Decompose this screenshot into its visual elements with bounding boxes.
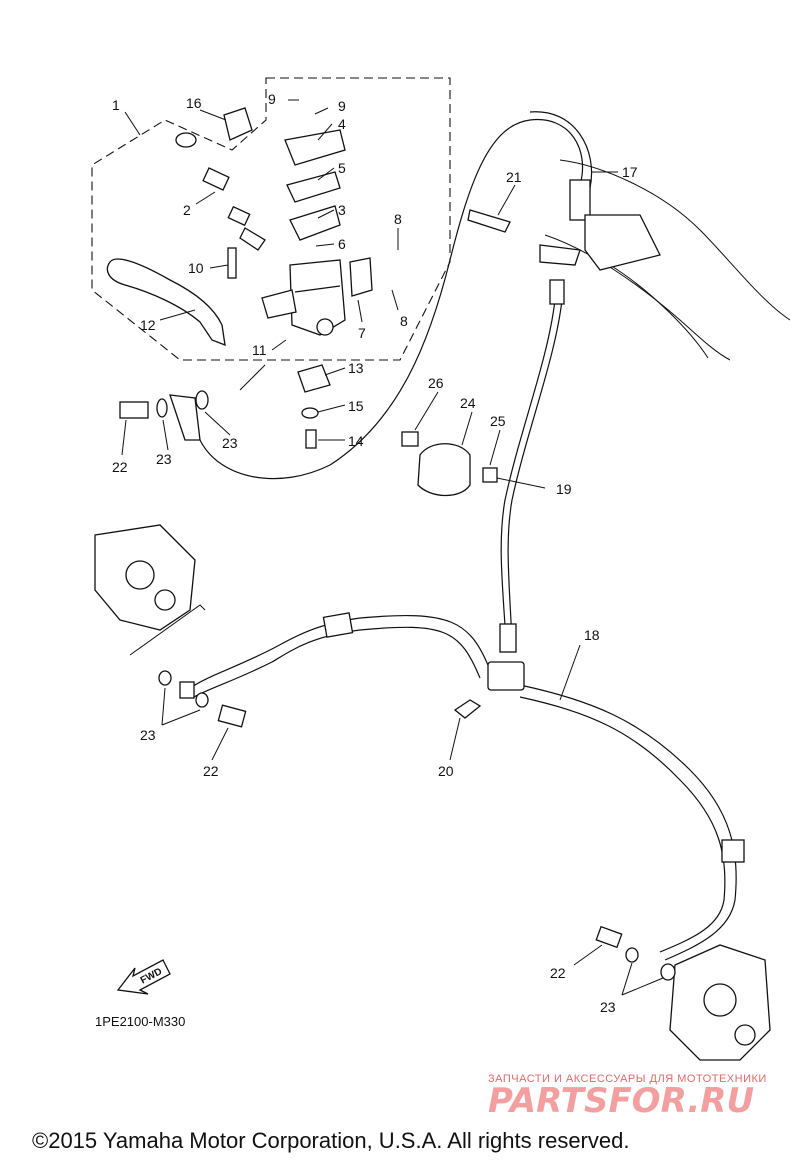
label-24: 24 [460, 395, 476, 411]
label-17: 17 [622, 164, 638, 180]
washer-23-right-b [660, 963, 676, 981]
label-23-b: 23 [222, 435, 238, 451]
connector-25 [482, 467, 498, 483]
label-7: 7 [358, 325, 366, 341]
diaphragm-holder-3 [289, 205, 341, 241]
brake-hose-18 [519, 684, 737, 961]
handlebar-bracket [584, 214, 661, 271]
label-22-right: 22 [550, 965, 566, 981]
spring-2 [239, 227, 266, 251]
left-caliper [94, 524, 196, 631]
label-9-left: 9 [268, 91, 276, 107]
part-labels: 1 2 3 4 5 6 7 8 8 9 9 10 11 12 13 14 15 … [112, 91, 638, 1015]
label-12: 12 [140, 317, 156, 333]
label-20: 20 [438, 763, 454, 779]
label-3: 3 [338, 202, 346, 218]
label-14: 14 [348, 433, 364, 449]
union-bolt-22-top [119, 401, 149, 419]
boot-16-ring [175, 132, 197, 148]
banjo-left [179, 681, 195, 699]
label-22-top: 22 [112, 459, 128, 475]
label-9-right: 9 [338, 98, 346, 114]
label-18: 18 [584, 627, 600, 643]
watermark-brand: PARTSFOR.RU [488, 1081, 754, 1121]
label-4: 4 [338, 116, 346, 132]
label-26: 26 [428, 375, 444, 391]
screw-14 [305, 429, 317, 449]
joint-block [487, 661, 525, 691]
fwd-arrow: FWD [116, 959, 171, 995]
label-22-left: 22 [203, 763, 219, 779]
label-8-top: 8 [394, 211, 402, 227]
label-6: 6 [338, 236, 346, 252]
label-8-bottom: 8 [400, 313, 408, 329]
hose-fitting-19-top [549, 279, 565, 305]
label-11: 11 [252, 342, 267, 358]
union-bolt-22-right [595, 925, 623, 949]
washer-23-right-a [625, 947, 639, 963]
brake-hose-17 [199, 118, 584, 480]
bolt-20 [453, 699, 482, 719]
washer-23-b [195, 390, 209, 410]
label-10: 10 [188, 260, 204, 276]
master-cylinder-group-outline [91, 77, 451, 361]
clamp-21 [539, 244, 581, 266]
brake-lever-12 [106, 258, 226, 347]
copyright-footer: ©2015 Yamaha Motor Corporation, U.S.A. A… [32, 1128, 629, 1153]
washer-23-a [156, 398, 168, 418]
brake-hose-19 [500, 299, 556, 641]
washer-15 [301, 407, 319, 419]
hose-fitting-17 [569, 179, 591, 221]
leader-lines [121, 99, 664, 996]
label-2: 2 [183, 202, 191, 218]
label-23-a: 23 [156, 451, 172, 467]
label-1: 1 [112, 97, 120, 113]
piston-kit-2 [202, 167, 230, 191]
seal-2 [227, 205, 251, 227]
hose-fitting-19-bottom [499, 623, 517, 653]
holder-7 [349, 257, 373, 297]
label-13: 13 [348, 360, 364, 376]
screw-26 [401, 431, 419, 447]
label-19: 19 [556, 481, 572, 497]
brake-hose-left [189, 615, 491, 689]
label-15: 15 [348, 398, 364, 414]
label-5: 5 [338, 160, 346, 176]
washer-23-left-b [195, 692, 209, 708]
label-21: 21 [506, 169, 522, 185]
master-cylinder [261, 259, 346, 336]
brake-switch-13 [297, 364, 331, 393]
label-25: 25 [490, 413, 506, 429]
banjo-fitting-top [169, 394, 201, 441]
watermark-tagline: ЗАПЧАСТИ И АКСЕССУАРЫ ДЛЯ МОТОТЕХНИКИ [488, 1073, 767, 1085]
label-23-left: 23 [140, 727, 156, 743]
cover-4 [284, 129, 346, 166]
boot-16 [223, 107, 253, 141]
washer-23-left-a [158, 670, 172, 686]
brake-switch-24 [417, 443, 471, 497]
label-23-right: 23 [600, 999, 616, 1015]
label-16: 16 [186, 95, 202, 111]
pivot-bolt-10 [227, 247, 237, 279]
hose-clamp-21 [467, 209, 511, 233]
drawing-code: 1PE2100-M330 [95, 1014, 185, 1029]
right-caliper [669, 944, 771, 1061]
diaphragm-5 [286, 171, 341, 203]
hose-fitting-right [721, 839, 745, 863]
union-bolt-22-left [217, 704, 247, 728]
hose-fitting-left [322, 612, 354, 638]
